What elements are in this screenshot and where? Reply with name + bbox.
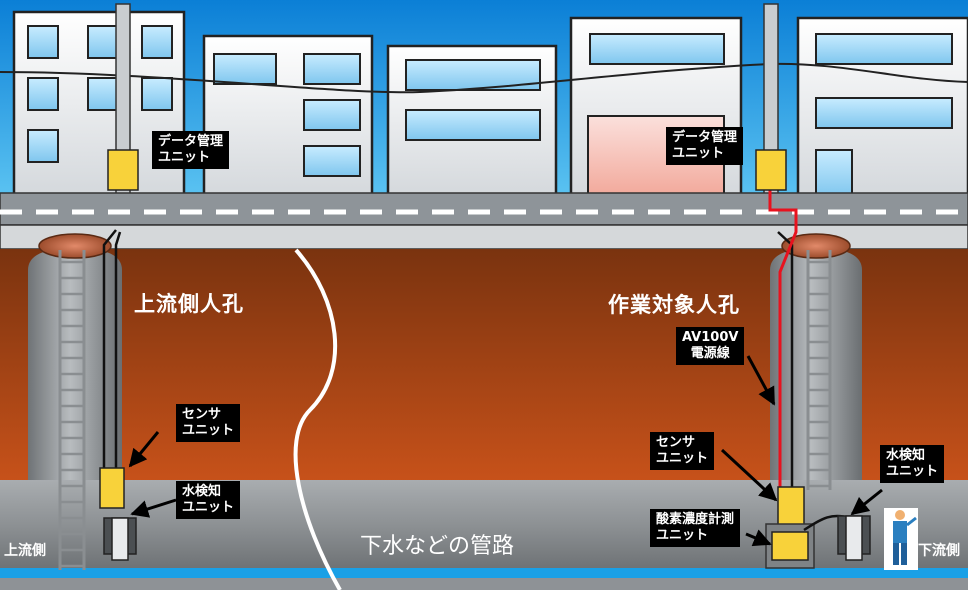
oxygen-unit — [771, 531, 809, 561]
label-water-right: 水検知 ユニット — [880, 445, 945, 483]
label-pipe: 下水などの管路 — [360, 534, 515, 559]
callout-arrows — [128, 355, 883, 547]
data-unit-right — [755, 149, 787, 191]
power-cable-ac100v — [768, 186, 798, 490]
sensor-unit-right — [777, 486, 805, 528]
windows — [27, 25, 953, 198]
sensor-unit-left — [99, 467, 125, 509]
label-water-left: 水検知 ユニット — [176, 481, 241, 519]
label-data-unit-right: データ管理 ユニット — [666, 127, 744, 165]
label-data-unit-left: データ管理 ユニット — [152, 131, 230, 169]
label-power-line: AV100V 電源線 — [676, 327, 745, 365]
section-break-line — [293, 248, 342, 590]
label-downstream-side: 下流側 — [918, 543, 960, 559]
label-oxygen-unit: 酸素濃度計測 ユニット — [650, 509, 741, 547]
water-detector-left — [103, 517, 137, 561]
label-sensor-right: センサ ユニット — [650, 432, 715, 470]
manhole-target — [770, 233, 862, 490]
data-unit-left — [107, 149, 139, 191]
label-upstream-manhole: 上流側人孔 — [134, 292, 244, 316]
label-upstream-side: 上流側 — [4, 543, 46, 559]
ladder-upstream — [58, 250, 86, 570]
signal-cable-left — [102, 229, 117, 470]
road — [0, 192, 968, 226]
overhead-cable — [0, 62, 968, 94]
water-flow — [0, 568, 968, 578]
worker-icon — [884, 508, 918, 570]
manhole-upstream — [28, 233, 122, 490]
water-detector-right — [837, 515, 871, 561]
ladder-target — [806, 250, 832, 490]
label-sensor-left: センサ ユニット — [176, 404, 241, 442]
label-target-manhole: 作業対象人孔 — [608, 293, 740, 317]
